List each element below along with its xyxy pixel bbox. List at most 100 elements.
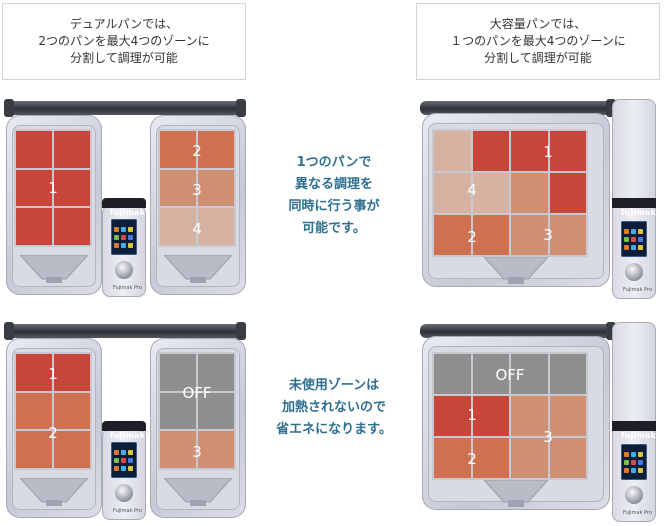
screen-button[interactable]	[114, 450, 119, 455]
screen-button[interactable]	[114, 466, 119, 471]
screen-button[interactable]	[624, 229, 629, 234]
screen-button[interactable]	[121, 450, 126, 455]
hinge-bar	[420, 324, 612, 338]
screen-button[interactable]	[624, 245, 629, 250]
zone-cell	[434, 173, 471, 213]
zone-cell	[54, 208, 90, 245]
panel-header	[102, 421, 146, 431]
screen-button[interactable]	[114, 235, 119, 240]
control-panel: fujimak Fujimak Pro	[102, 205, 146, 297]
screen-button[interactable]	[631, 452, 636, 457]
screen-button[interactable]	[631, 237, 636, 242]
left-pan-zone-grid	[14, 129, 92, 247]
screen-button[interactable]	[121, 466, 126, 471]
screen-button[interactable]	[631, 468, 636, 473]
screen-button[interactable]	[121, 458, 126, 463]
control-screen	[111, 442, 137, 478]
hinge-cap	[4, 99, 14, 117]
screen-button[interactable]	[128, 450, 133, 455]
screen-button[interactable]	[638, 245, 643, 250]
screen-button[interactable]	[631, 229, 636, 234]
pan-drain-funnel	[20, 255, 88, 283]
model-label: Fujimak Pro	[623, 287, 652, 293]
zone-cell	[160, 392, 196, 430]
dual-pan-machine-top: 1 2 3 4 fujimak Fujimak Pro	[0, 95, 250, 300]
screen-button[interactable]	[128, 458, 133, 463]
screen-button[interactable]	[638, 460, 643, 465]
zone-cell	[549, 215, 586, 255]
panel-header	[612, 421, 656, 431]
zone-cell	[54, 131, 90, 168]
zone-cell	[472, 173, 509, 213]
caption-large-pan: 大容量パンでは、 １つのパンを最大4つのゾーンに 分割して調理が可能	[416, 3, 660, 80]
screen-button[interactable]	[121, 235, 126, 240]
screen-button[interactable]	[631, 245, 636, 250]
control-screen	[621, 444, 647, 480]
zone-cell	[16, 131, 52, 168]
brand-logo: fujimak	[110, 208, 146, 217]
screen-button[interactable]	[114, 458, 119, 463]
zone-cell	[54, 431, 90, 468]
screen-button[interactable]	[121, 227, 126, 232]
brand-logo: fujimak	[621, 431, 657, 440]
screen-button[interactable]	[128, 243, 133, 248]
screen-button[interactable]	[624, 452, 629, 457]
screen-button[interactable]	[624, 460, 629, 465]
note-multi-zone: 1つのパンで 異なる調理を 同時に行う事が 可能です。	[288, 155, 380, 236]
zone-cell	[198, 392, 234, 430]
left-pan-zone-grid	[14, 352, 92, 470]
zone-cell	[160, 208, 196, 245]
panel-header	[612, 198, 656, 208]
zone-cell	[549, 354, 586, 394]
zone-cell	[511, 396, 548, 436]
hinge-cap	[606, 322, 616, 340]
screen-button[interactable]	[114, 227, 119, 232]
right-pan-zone-grid	[158, 352, 236, 470]
large-pan-zone-grid	[432, 129, 588, 257]
zone-cell	[549, 173, 586, 213]
zone-cell	[549, 396, 586, 436]
screen-button[interactable]	[128, 466, 133, 471]
screen-button[interactable]	[631, 460, 636, 465]
zone-cell	[198, 431, 234, 468]
control-screen	[621, 221, 647, 257]
control-knob[interactable]	[625, 263, 643, 281]
screen-button[interactable]	[114, 243, 119, 248]
hinge-cap	[606, 99, 616, 117]
zone-cell	[472, 354, 509, 394]
screen-button[interactable]	[638, 452, 643, 457]
model-label: Fujimak Pro	[623, 510, 652, 516]
screen-button[interactable]	[638, 468, 643, 473]
zone-cell	[434, 215, 471, 255]
zone-cell	[198, 169, 234, 207]
hinge-cap	[236, 322, 246, 340]
large-pan-machine-bottom: OFF 1 2 3 fujimak Fujimak Pro	[420, 318, 666, 523]
zone-cell	[54, 392, 90, 430]
zone-cell	[434, 131, 471, 171]
control-knob[interactable]	[115, 261, 133, 279]
zone-cell	[198, 354, 234, 391]
zone-cell	[16, 169, 52, 207]
control-knob[interactable]	[115, 484, 133, 502]
zone-cell	[472, 131, 509, 171]
screen-button[interactable]	[128, 227, 133, 232]
large-pan-machine-top: 1 4 2 3 fujimak Fujimak Pro	[420, 95, 666, 300]
zone-cell	[16, 354, 52, 391]
zone-cell	[549, 438, 586, 478]
zone-cell	[549, 131, 586, 171]
pan-drain-funnel	[164, 255, 232, 283]
large-pan-zone-grid	[432, 352, 588, 480]
zone-cell	[472, 438, 509, 478]
screen-button[interactable]	[128, 235, 133, 240]
screen-button[interactable]	[624, 468, 629, 473]
brand-logo: fujimak	[110, 431, 146, 440]
screen-button[interactable]	[638, 229, 643, 234]
control-knob[interactable]	[625, 486, 643, 504]
model-label: Fujimak Pro	[113, 508, 142, 514]
screen-button[interactable]	[121, 243, 126, 248]
screen-button[interactable]	[624, 237, 629, 242]
control-screen	[111, 219, 137, 255]
screen-button[interactable]	[638, 237, 643, 242]
hinge-bar	[420, 101, 612, 115]
hinge-cap	[236, 99, 246, 117]
